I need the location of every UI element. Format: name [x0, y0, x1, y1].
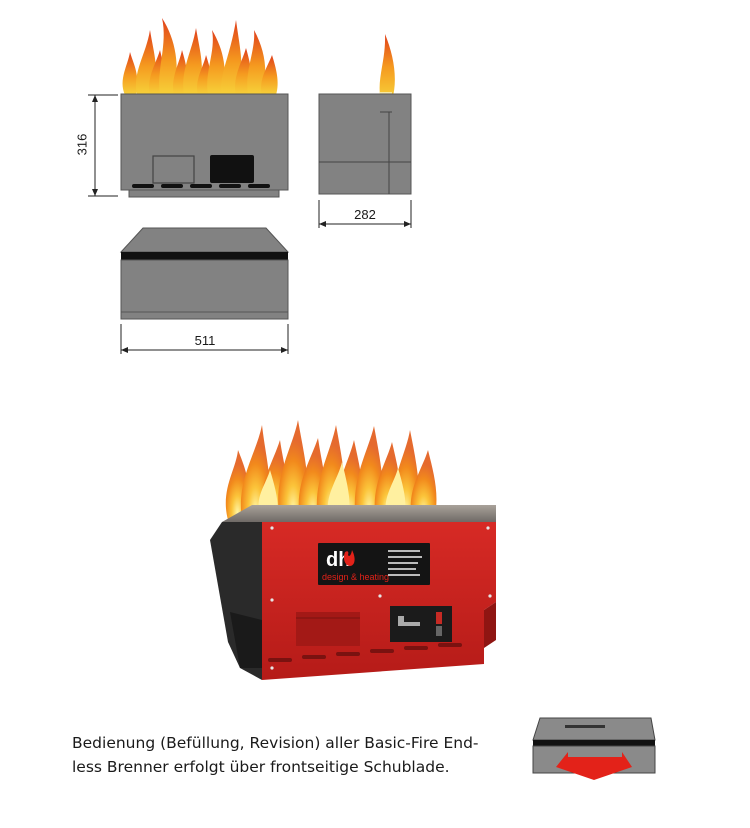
caption-line-1: Bedienung (Befüllung, Revision) aller Ba…	[72, 734, 479, 752]
caption-line-2: less Brenner erfolgt über frontseitige S…	[72, 758, 450, 776]
dh-logo: dh design & heating	[322, 549, 389, 582]
product-flames-icon	[225, 420, 437, 520]
side-view-drawing	[318, 34, 412, 228]
depth-dimension-label: 282	[354, 207, 376, 222]
top-view-drawing	[119, 227, 290, 354]
drawer-pull-out-icon	[532, 717, 656, 780]
flames-icon	[122, 18, 278, 95]
height-dimension-label: 316	[74, 133, 90, 156]
burner-product-image: dh design & heating	[210, 420, 496, 680]
front-view-drawing	[88, 18, 289, 198]
width-dimension-label: 511	[194, 333, 216, 348]
operation-description: Bedienung (Befüllung, Revision) aller Ba…	[72, 731, 527, 779]
logo-tagline-text: design & heating	[322, 572, 389, 582]
